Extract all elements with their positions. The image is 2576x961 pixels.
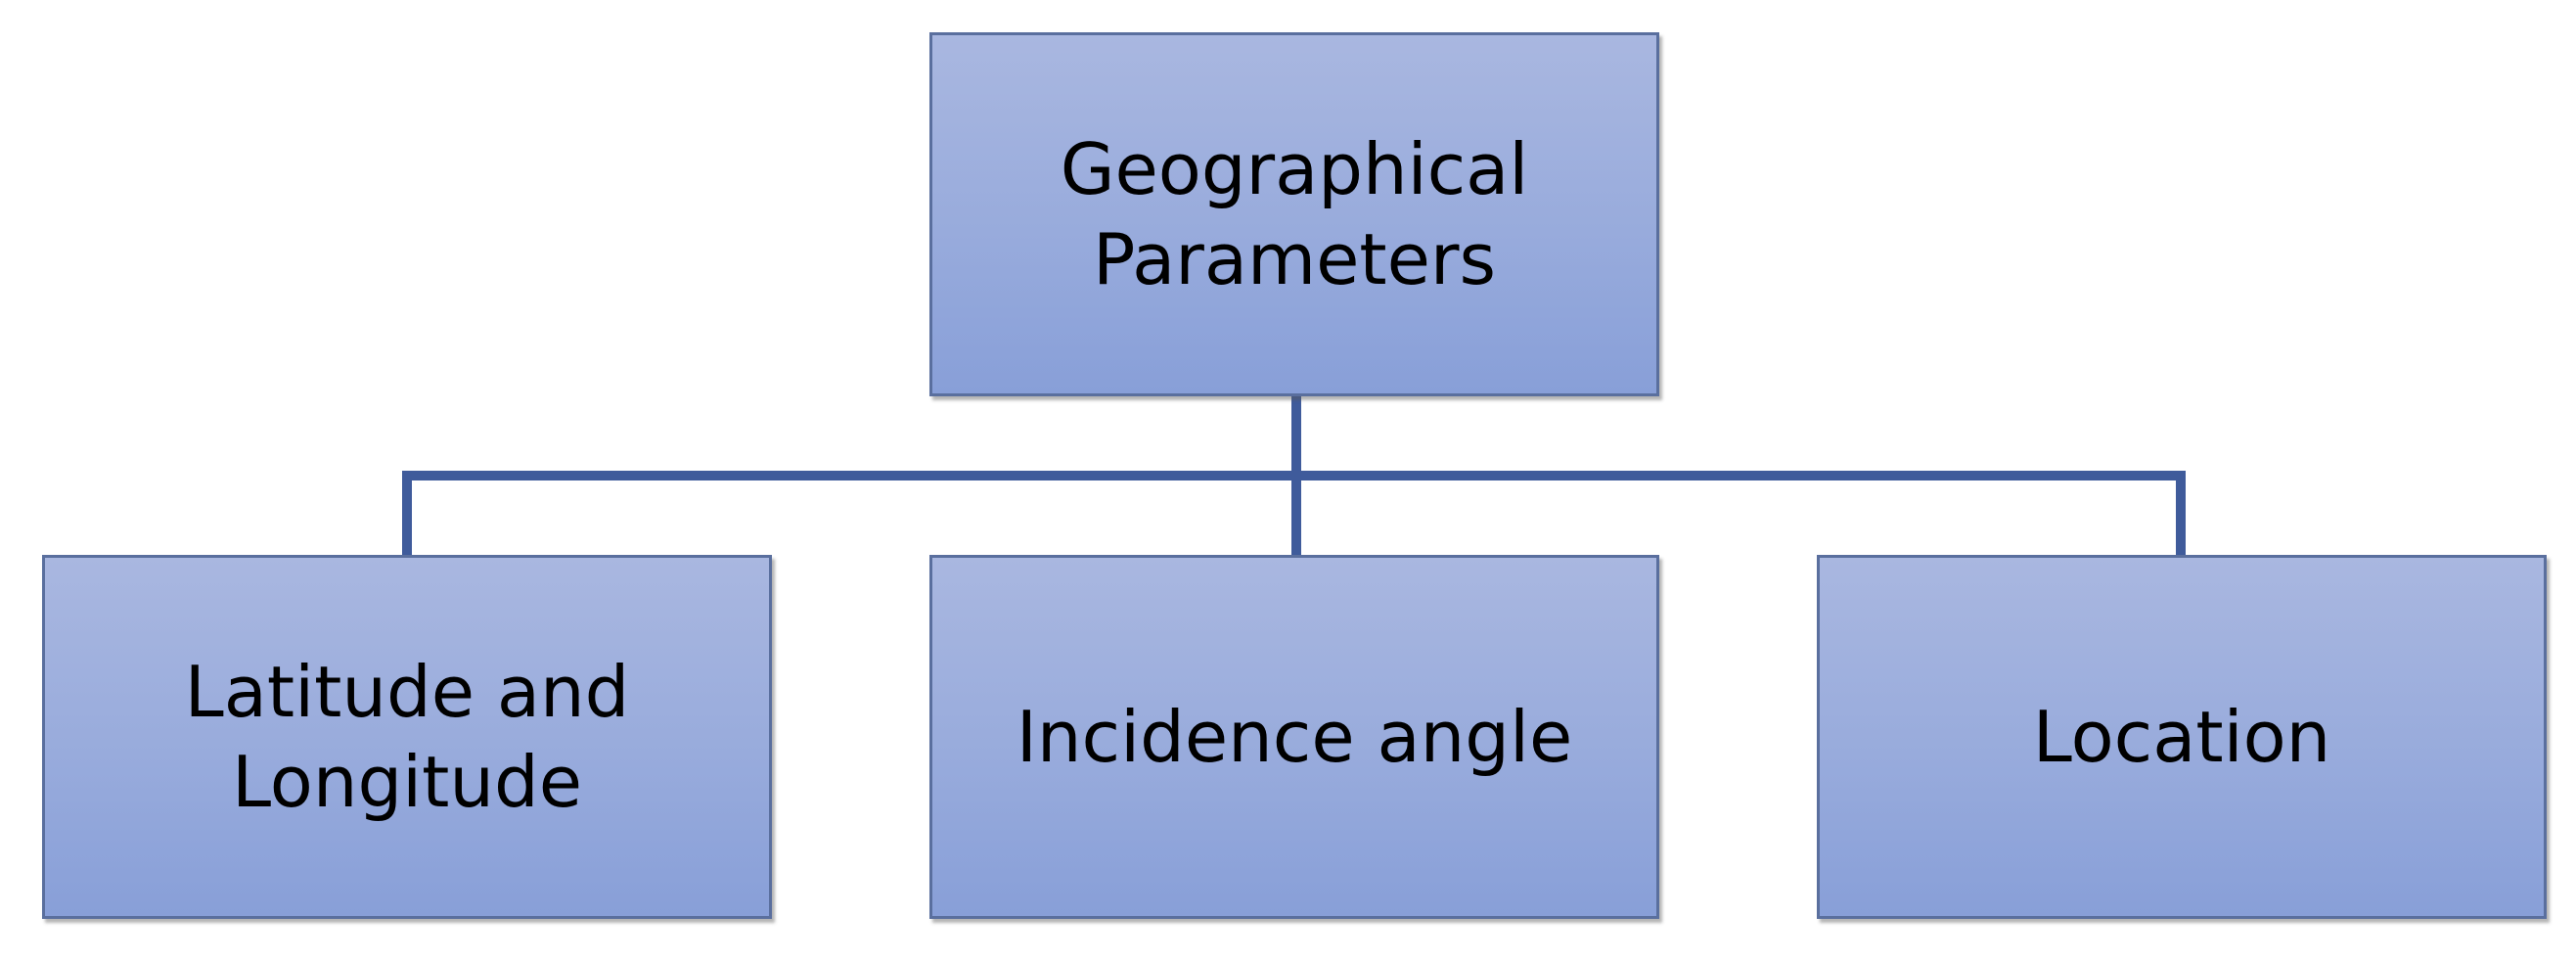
- connector-left-drop: [402, 471, 412, 555]
- child-node-location: Location: [1817, 555, 2547, 919]
- connector-horizontal: [402, 471, 2186, 480]
- child-node-label: Location: [2032, 696, 2331, 778]
- root-node-label: Geographical Parameters: [1060, 128, 1529, 300]
- child-node-label: Latitude and Longitude: [184, 651, 630, 823]
- child-node-label: Incidence angle: [1016, 696, 1573, 778]
- child-node-latitude-longitude: Latitude and Longitude: [42, 555, 772, 919]
- child-node-incidence-angle: Incidence angle: [929, 555, 1659, 919]
- connector-right-drop: [2176, 471, 2186, 555]
- root-node: Geographical Parameters: [929, 32, 1659, 396]
